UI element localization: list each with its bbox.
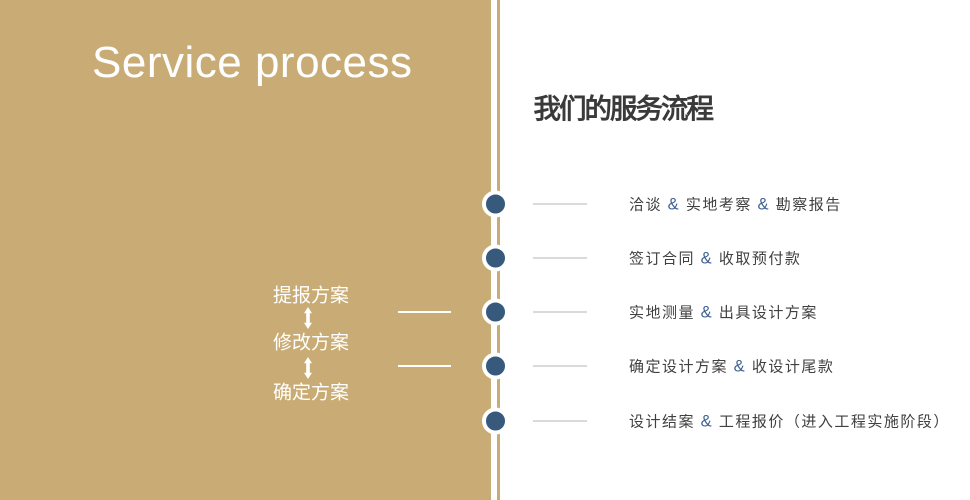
plan-connector-line	[398, 365, 451, 368]
left-panel	[0, 0, 491, 500]
plan-step-label: 提报方案	[272, 285, 349, 306]
step-label: 设计结案 & 工程报价（进入工程实施阶段）	[629, 412, 950, 430]
ampersand-separator: &	[733, 357, 747, 376]
plan-connector-line	[398, 311, 451, 314]
step-dot	[482, 298, 509, 326]
ampersand-separator: &	[667, 195, 681, 214]
step-connector-line	[533, 365, 587, 367]
step-connector-line	[533, 420, 587, 421]
ampersand-separator: &	[700, 303, 714, 322]
slide-title-english: Service process	[92, 38, 413, 87]
step-dot	[482, 352, 509, 380]
step-dot	[482, 244, 509, 272]
step-connector-line	[533, 257, 587, 259]
step-connector-line	[533, 311, 587, 313]
section-title-chinese: 我们的服务流程	[533, 93, 714, 124]
ampersand-separator: &	[700, 249, 714, 268]
step-label: 确定设计方案 & 收设计尾款	[629, 357, 835, 376]
step-connector-line	[533, 203, 587, 205]
up-down-arrow-icon	[304, 306, 312, 329]
step-label: 洽谈 & 实地考察 & 勘察报告	[629, 195, 842, 214]
plan-step-label: 确定方案	[272, 382, 349, 404]
up-down-arrow-icon	[304, 357, 312, 379]
step-dot	[482, 407, 509, 434]
step-label: 实地测量 & 出具设计方案	[629, 303, 818, 322]
step-dot	[482, 190, 509, 218]
plan-step-label: 修改方案	[272, 332, 349, 354]
step-label: 签订合同 & 收取预付款	[629, 249, 802, 268]
ampersand-separator: &	[757, 195, 771, 214]
ampersand-separator: &	[700, 412, 714, 430]
